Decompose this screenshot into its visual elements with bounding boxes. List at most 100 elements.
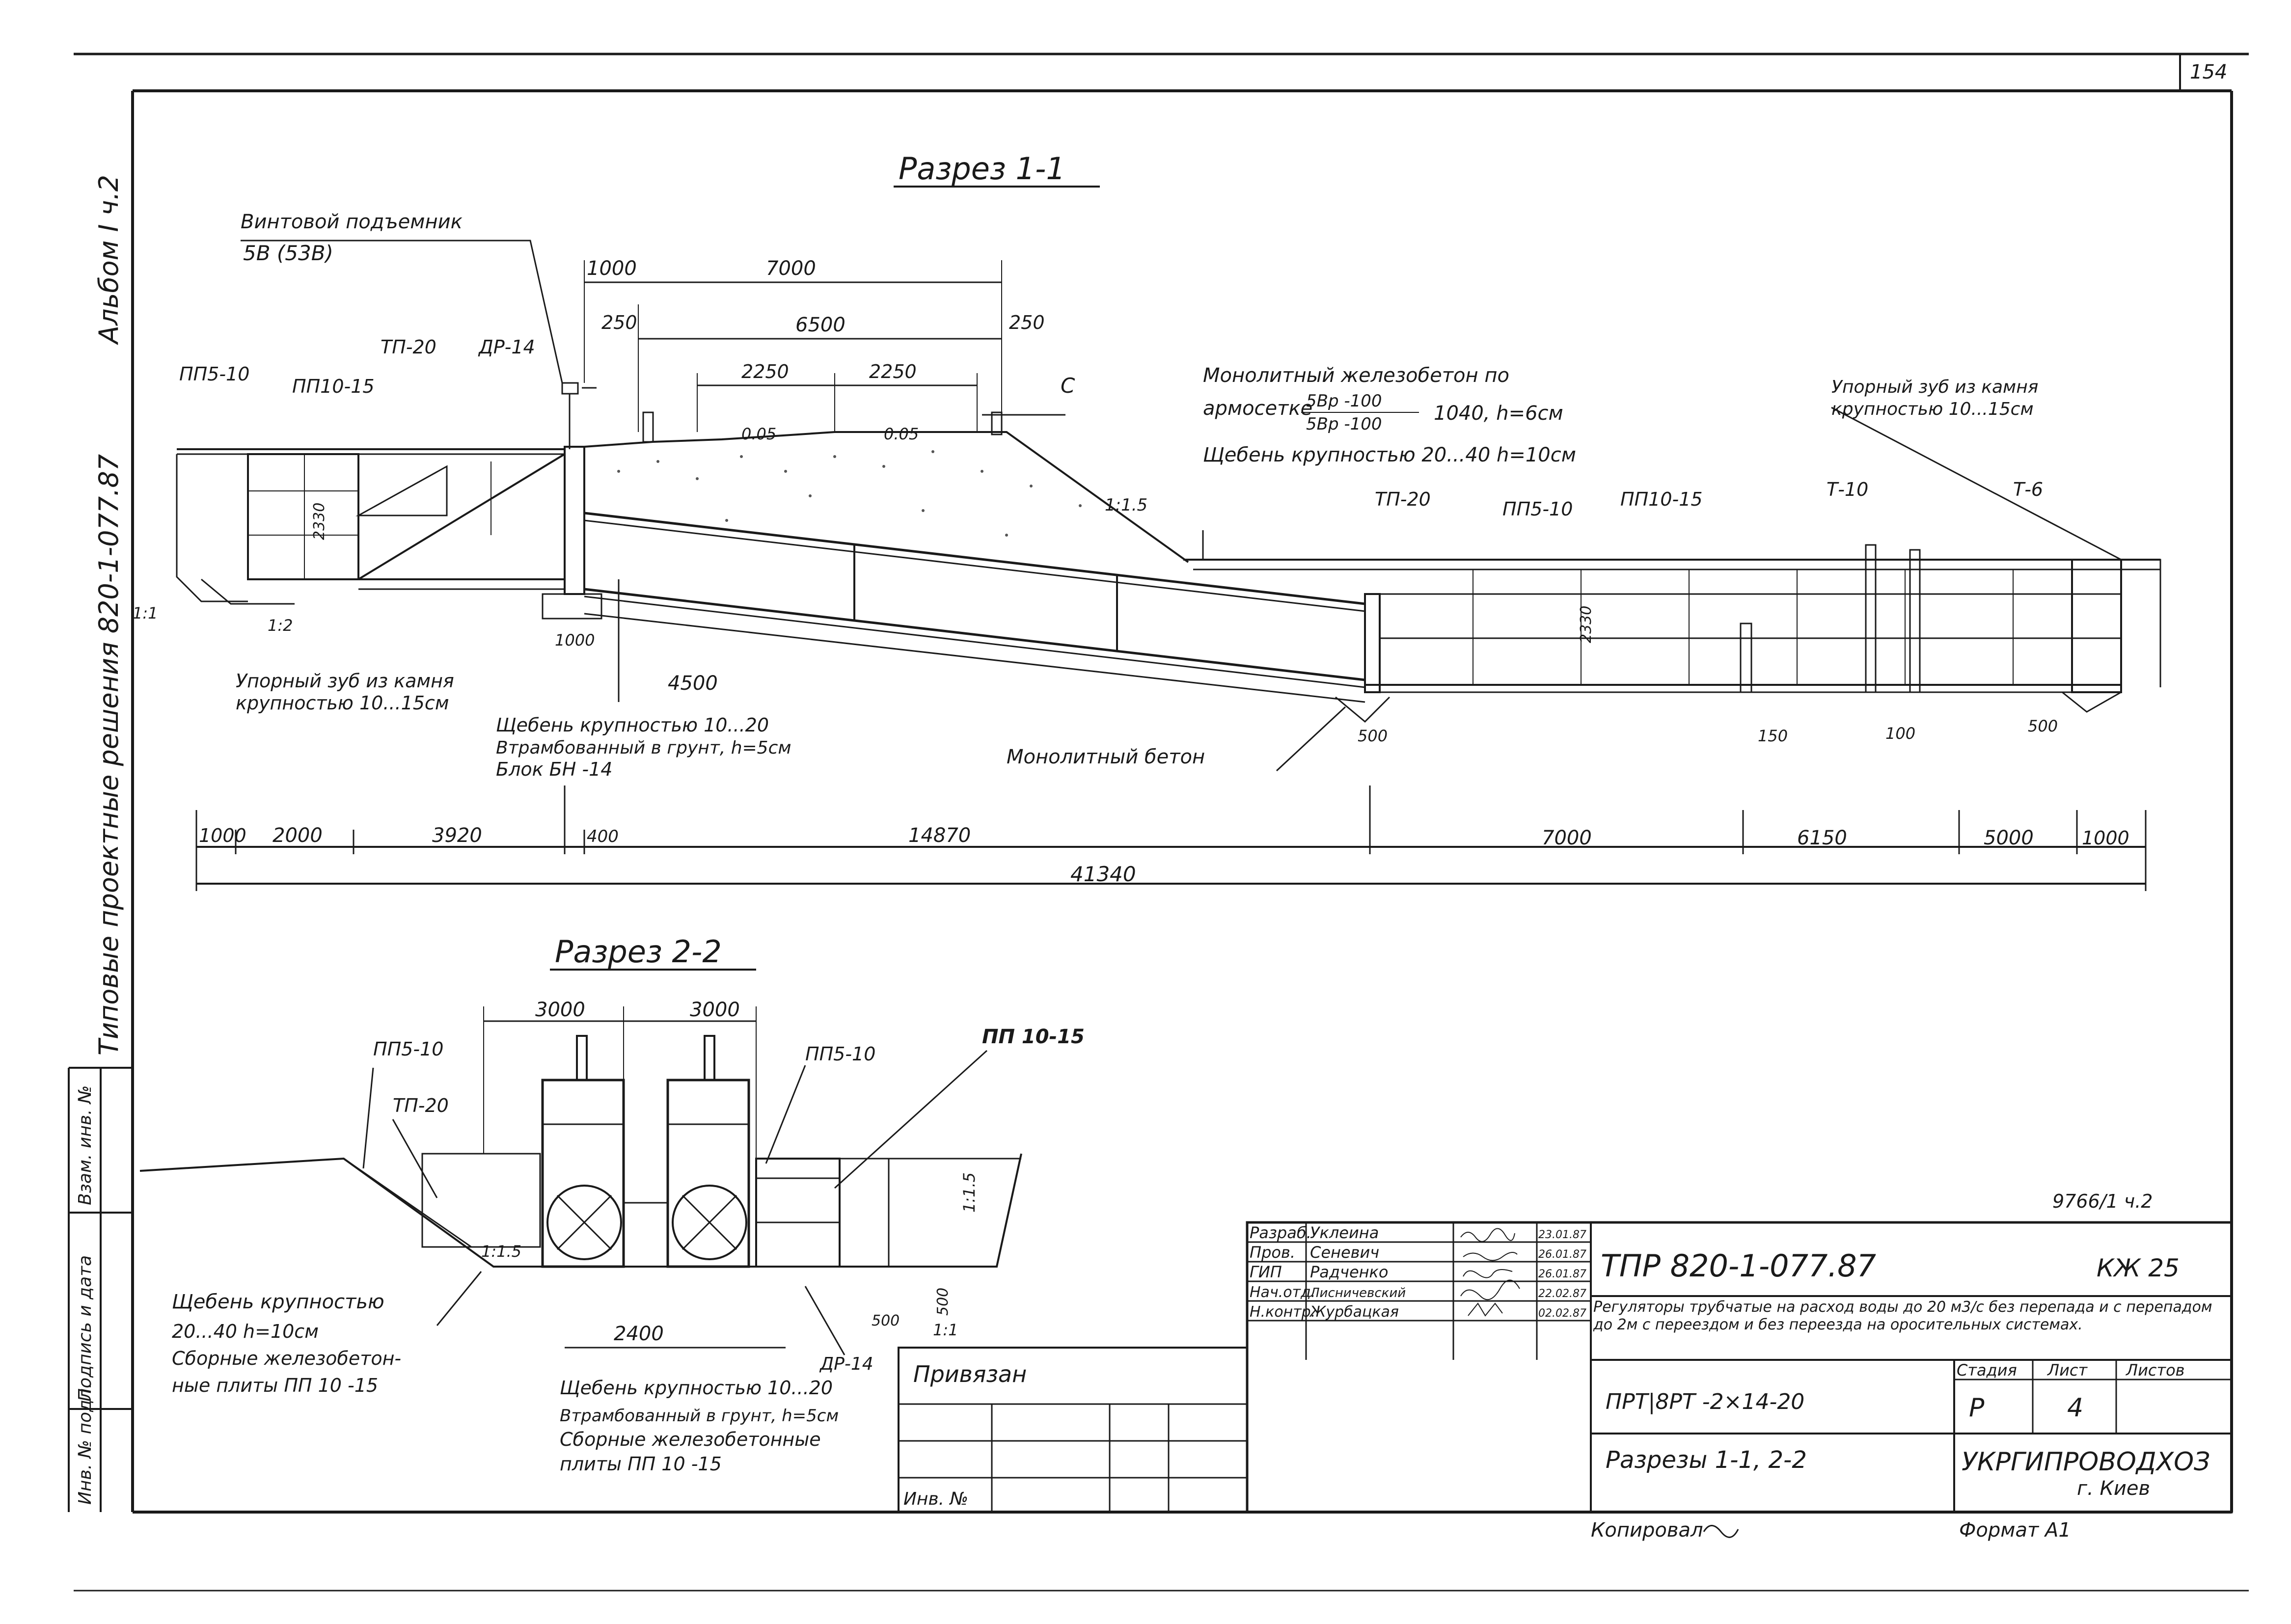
role-3: Нач.отд. — [1250, 1284, 1315, 1301]
label-slope-2: 1:2 — [268, 616, 293, 635]
label-pp5-right: ПП5-10 — [805, 1043, 875, 1065]
label-t10: Т-10 — [1827, 479, 1868, 500]
album-side-label: Альбом I ч.2 — [93, 175, 124, 345]
section-1-title: Разрез 1-1 — [899, 151, 1065, 187]
section-1-top-dims: 1000 7000 250 6500 250 2250 2250 — [587, 257, 1045, 382]
title-mark: КЖ 25 — [2097, 1254, 2180, 1282]
section-1-labels: Винтовой подъемник 5В (53В) ПП5-10 ПП10-… — [133, 211, 2058, 780]
label-tooth-right-2: крупностью 10...15см — [1831, 399, 2034, 419]
organization-city: г. Киев — [2077, 1477, 2150, 1500]
label-d4500: 4500 — [668, 672, 718, 695]
dim-bottom-4: 14870 — [908, 824, 971, 847]
label-slope-005b: 0.05 — [884, 425, 919, 443]
section-1-drawing — [176, 240, 2161, 891]
label-mesh-top: 5Вр -100 — [1306, 391, 1382, 411]
role-0: Разраб. — [1250, 1223, 1311, 1242]
label-tp20: ТП-20 — [393, 1095, 449, 1116]
label-pp5-left: ПП5-10 — [373, 1038, 443, 1060]
label-c: С — [1061, 374, 1075, 398]
copy-code: 9766/1 ч.2 — [2052, 1191, 2153, 1212]
label-plates-4: плиты ПП 10 -15 — [560, 1453, 722, 1475]
label-d150: 150 — [1758, 727, 1788, 745]
date-2: 26.01.87 — [1538, 1268, 1586, 1280]
label-pp10-15: ПП 10-15 — [982, 1026, 1085, 1048]
dim-bottom-6: 6150 — [1797, 827, 1847, 849]
date-4: 02.02.87 — [1538, 1307, 1586, 1320]
label-gravel-top: Щебень крупностью 20...40 h=10см — [1203, 444, 1576, 466]
title-code: ТПР 820-1-077.87 — [1601, 1248, 1876, 1284]
label-gravel-1: Щебень крупностью 10...20 — [496, 714, 769, 736]
dim-500-a: 500 — [872, 1312, 900, 1329]
dim-top-250a: 250 — [601, 312, 637, 333]
label-d1000: 1000 — [555, 631, 595, 650]
label-lifter: Винтовой подъемник — [241, 211, 463, 233]
section-1-bottom-dims: 1000 2000 3920 400 14870 7000 6150 5000 … — [199, 824, 2129, 886]
label-plates-2: ные плиты ПП 10 -15 — [172, 1375, 378, 1396]
label-tooth-left-1: Упорный зуб из камня — [236, 670, 454, 692]
label-tp20-right: ТП-20 — [1375, 488, 1431, 510]
title-block-grid — [1246, 1221, 2233, 1514]
label-concrete: Монолитный бетон — [1007, 746, 1205, 768]
role-2: ГИП — [1250, 1263, 1282, 1281]
margin-label-replace: Взам. инв. № — [75, 1085, 95, 1205]
sheet-value: 4 — [2067, 1393, 2083, 1423]
label-slope-005a: 0.05 — [741, 425, 776, 443]
inv-label: Инв. № — [903, 1489, 968, 1509]
dim-top-250b: 250 — [1009, 312, 1045, 333]
label-mesh-bottom: 5Вр -100 — [1306, 414, 1382, 434]
name-4: Журбацкая — [1309, 1303, 1399, 1321]
name-3: Лисничевский — [1309, 1286, 1406, 1300]
sheet-title: Разрезы 1-1, 2-2 — [1606, 1446, 1807, 1474]
label-d500-right: 500 — [2028, 717, 2058, 735]
signature-3 — [1460, 1279, 1520, 1300]
dim-bottom-1: 2000 — [273, 824, 323, 847]
label-slope-1: 1:1 — [133, 604, 158, 623]
label-tooth-right-1: Упорный зуб из камня — [1831, 377, 2038, 397]
label-tp20: ТП-20 — [381, 336, 436, 358]
dim-bottom-3: 400 — [587, 827, 619, 846]
role-1: Пров. — [1250, 1243, 1295, 1262]
sheets-header: Листов — [2126, 1361, 2185, 1380]
signature-0 — [1460, 1228, 1515, 1242]
section-2-drawing — [139, 1006, 1022, 1355]
signature-1 — [1463, 1252, 1518, 1261]
dim-top-2250b: 2250 — [869, 361, 917, 382]
dim-total: 41340 — [1070, 862, 1136, 886]
label-gravel-2: 20...40 h=10см — [172, 1321, 319, 1342]
dim-3000-left: 3000 — [535, 999, 585, 1021]
sheet-header: Лист — [2047, 1361, 2088, 1380]
copied-label: Копировал — [1591, 1519, 1703, 1542]
dim-bottom-0: 1000 — [199, 825, 246, 846]
title-description-box: Регуляторы трубчатые на расход воды до 2… — [1593, 1299, 2212, 1333]
label-slope-15-left: 1:1.5 — [481, 1242, 521, 1261]
label-slope-15-right: 1:1.5 — [960, 1172, 979, 1213]
label-h2330-right: 2330 — [1578, 606, 1595, 643]
label-mesh-size: 1040, h=6см — [1434, 402, 1563, 425]
date-0: 23.01.87 — [1538, 1229, 1586, 1241]
dim-top-6500: 6500 — [795, 314, 845, 336]
label-h2330-left: 2330 — [311, 503, 328, 540]
format-label: Формат А1 — [1959, 1519, 2071, 1542]
stage-value: Р — [1969, 1393, 1985, 1423]
organization: УКРГИПРОВОДХОЗ — [1962, 1447, 2210, 1477]
dim-2400: 2400 — [614, 1323, 664, 1345]
page-number: 154 — [2190, 61, 2227, 83]
signature-2 — [1463, 1269, 1513, 1278]
section-2-title: Разрез 2-2 — [555, 934, 722, 970]
label-d100: 100 — [1885, 724, 1915, 743]
label-monolith: Монолитный железобетон по — [1203, 364, 1509, 387]
section-2-labels: 3000 3000 ПП5-10 ТП-20 ПП5-10 ПП 10-15 1… — [172, 999, 1085, 1475]
label-t6: Т-6 — [2013, 479, 2043, 500]
label-tooth-left-2: крупностью 10...15см — [236, 692, 449, 714]
dim-500-b: 500 — [934, 1288, 952, 1316]
title-description: Регуляторы трубчатые на расход воды до 2… — [1593, 1299, 2212, 1333]
label-block: Блок БН -14 — [496, 758, 612, 780]
title-block-people: Разраб. Пров. ГИП Нач.отд. Н.контр. Укле… — [1250, 1223, 1586, 1321]
series-side-label: Типовые проектные решения 820-1-077.87 — [93, 454, 124, 1056]
label-gravel-3: Щебень крупностью 10...20 — [560, 1377, 833, 1399]
label-plates-3: Сборные железобетонные — [560, 1429, 821, 1450]
name-2: Радченко — [1310, 1263, 1388, 1281]
label-dr14: ДР-14 — [819, 1354, 873, 1374]
date-3: 22.02.87 — [1538, 1288, 1586, 1300]
